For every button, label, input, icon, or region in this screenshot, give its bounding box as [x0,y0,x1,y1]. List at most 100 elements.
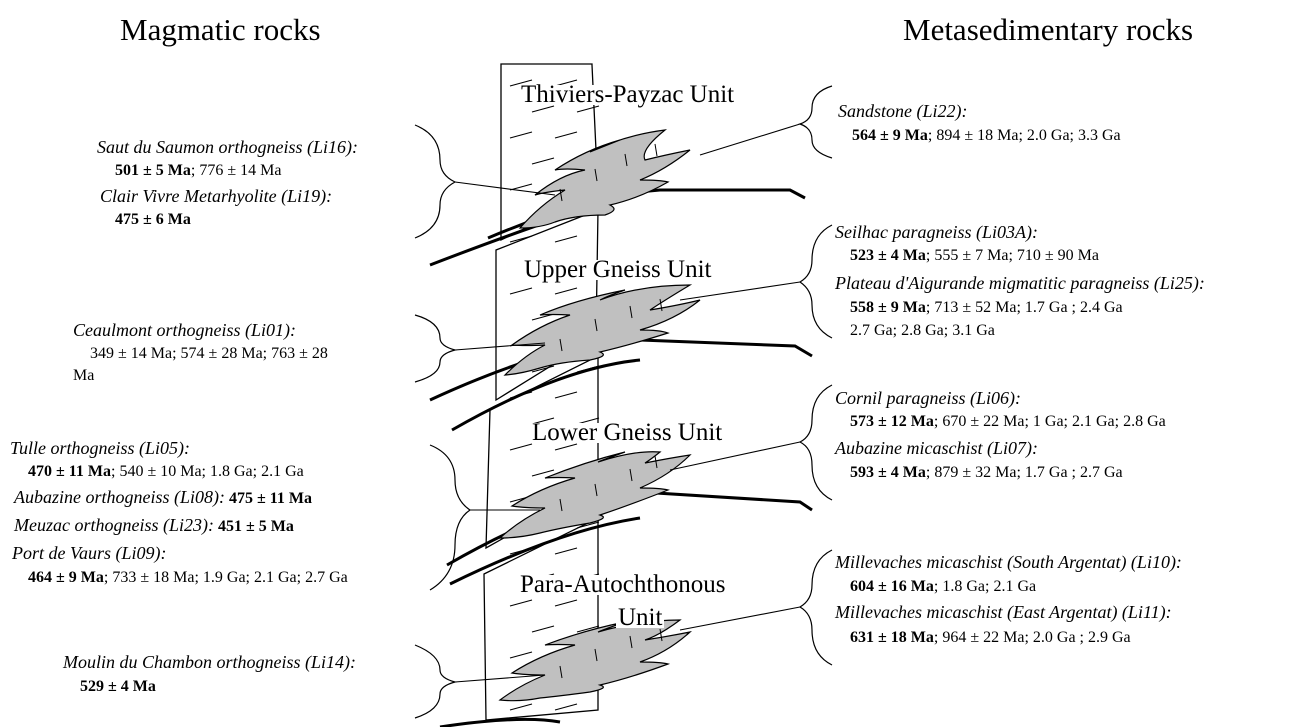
foliation-dash [509,235,533,243]
sample-aubazine-micaschist: Aubazine micaschist (Li07): [835,438,1038,458]
ages-aubazine-micaschist: 593 ± 4 Ma; 879 ± 32 Ma; 1.7 Ga ; 2.7 Ga [850,464,1123,481]
lens-para [498,619,693,702]
bracket-right-1 [798,85,833,159]
sample-moulin-du-chambon: Moulin du Chambon orthogneiss (Li14): [63,652,357,672]
lens-tick [594,648,598,662]
lens-tick [654,455,658,469]
unit-upper-gneiss: Upper Gneiss Unit [522,256,714,283]
foliation-dash [554,391,578,399]
foliation-dash [509,599,533,607]
lens-tick [559,665,563,679]
lens-tick [559,498,563,512]
lens-lower [498,451,692,539]
lens-tick [559,338,563,352]
lens-tick [629,468,633,482]
ages-plateau-aigurande: 558 ± 9 Ma; 713 ± 52 Ma; 1.7 Ga ; 2.4 Ga [850,299,1123,316]
lens-tick [629,305,633,319]
foliation-dash [509,131,533,139]
lens-tick [594,168,598,182]
foliation-dash [509,651,533,659]
ages-seilhac: 523 ± 4 Ma; 555 ± 7 Ma; 710 ± 90 Ma [850,247,1099,264]
lens-ticks [559,143,663,679]
foliation-dash [509,79,533,87]
foliation-dash [576,625,600,633]
leader-right-2 [679,281,801,301]
lens-tick [659,628,663,642]
bracket-left-1 [414,124,457,239]
leader-right-3 [669,441,801,471]
bracket-right-3 [798,384,833,501]
foliation-dash [509,443,533,451]
foliation-dash [509,391,533,399]
foliation-dash [531,365,555,373]
lens-tick [659,298,663,312]
header-magmatic: Magmatic rocks [120,12,321,47]
sample-ceaulmont: Ceaulmont orthogneiss (Li01): [73,320,296,340]
ages-tulle: 470 ± 11 Ma; 540 ± 10 Ma; 1.8 Ga; 2.1 Ga [28,463,304,480]
ages-plateau-aigurande-2: 2.7 Ga; 2.8 Ga; 3.1 Ga [850,322,995,339]
sample-tulle: Tulle orthogneiss (Li05): [10,438,191,458]
thrust-7 [439,717,561,727]
foliation-dash [554,443,578,451]
foliation-dash [531,157,555,165]
ages-millevaches-east: 631 ± 18 Ma; 964 ± 22 Ma; 2.0 Ga ; 2.9 G… [850,629,1131,646]
leader-left-2 [454,342,546,351]
foliation-dash [531,105,555,113]
unit-para-autochthonous: Para-Autochthonous [518,571,728,598]
thrust-4 [451,358,641,432]
foliation-dash [554,287,578,295]
lens-upper [503,284,701,376]
ages-ceaulmont-2: Ma [73,367,95,384]
leader-left-4 [454,674,546,683]
bracket-right-2 [798,224,833,339]
sample-meuzac: Meuzac orthogneiss (Li23): 451 ± 5 Ma [14,515,294,535]
sample-sandstone: Sandstone (Li22): [838,101,968,121]
foliation-dash [509,183,533,191]
foliation-dash [509,547,533,555]
thrust-6 [449,516,641,586]
foliation-dash [554,235,578,243]
unit-lower-gneiss: Lower Gneiss Unit [530,419,725,446]
sample-seilhac: Seilhac paragneiss (Li03A): [835,222,1038,242]
sample-clair-vivre: Clair Vivre Metarhyolite (Li19): [100,186,333,206]
foliation-dash [576,105,600,113]
foliation-dash [531,469,555,477]
ages-ceaulmont: 349 ± 14 Ma; 574 ± 28 Ma; 763 ± 28 [90,345,328,362]
foliation-dash [509,703,533,711]
lens-tick [629,635,633,649]
thrust-3 [429,338,813,402]
sample-aubazine-orthogneiss: Aubazine orthogneiss (Li08): 475 ± 11 Ma [14,487,312,507]
foliation-dash [554,131,578,139]
sample-millevaches-south: Millevaches micaschist (South Argentat) … [835,552,1182,572]
ages-moulin-du-chambon: 529 ± 4 Ma [80,678,156,695]
header-metasedimentary: Metasedimentary rocks [903,12,1194,47]
ages-sandstone: 564 ± 9 Ma; 894 ± 18 Ma; 2.0 Ga; 3.3 Ga [852,127,1121,144]
ages-clair-vivre: 475 ± 6 Ma [115,211,191,228]
lens-tick [654,143,658,157]
unit-para-autochthonous-2: Unit [616,604,665,631]
sample-plateau-aigurande: Plateau d'Aigurande migmatitic paragneis… [835,273,1205,293]
sample-cornil: Cornil paragneiss (Li06): [835,388,1022,408]
foliation-dash [576,521,600,529]
leader-right-4 [679,606,801,631]
bracket-right-4 [798,549,833,666]
lens-tick [559,188,563,202]
leader-left-1 [454,181,556,196]
ages-millevaches-south: 604 ± 16 Ma; 1.8 Ga; 2.1 Ga [850,578,1037,595]
bracket-left-4 [414,644,458,719]
sample-millevaches-east: Millevaches micaschist (East Argentat) (… [835,602,1172,622]
lens-tick [594,483,598,497]
leader-right-1 [699,123,801,156]
bracket-left-3 [429,444,472,591]
foliation-dash [554,599,578,607]
foliation-dash [554,547,578,555]
foliation-dash [554,703,578,711]
unit-thiviers-payzac: Thiviers-Payzac Unit [519,81,737,108]
lens-tick [594,318,598,332]
sample-saut-du-saumon: Saut du Saumon orthogneiss (Li16): [97,137,358,157]
foliation-dash [576,365,600,373]
foliation-dash [509,287,533,295]
ages-saut-du-saumon: 501 ± 5 Ma; 776 ± 14 Ma [115,162,282,179]
bracket-left-2 [414,314,458,383]
